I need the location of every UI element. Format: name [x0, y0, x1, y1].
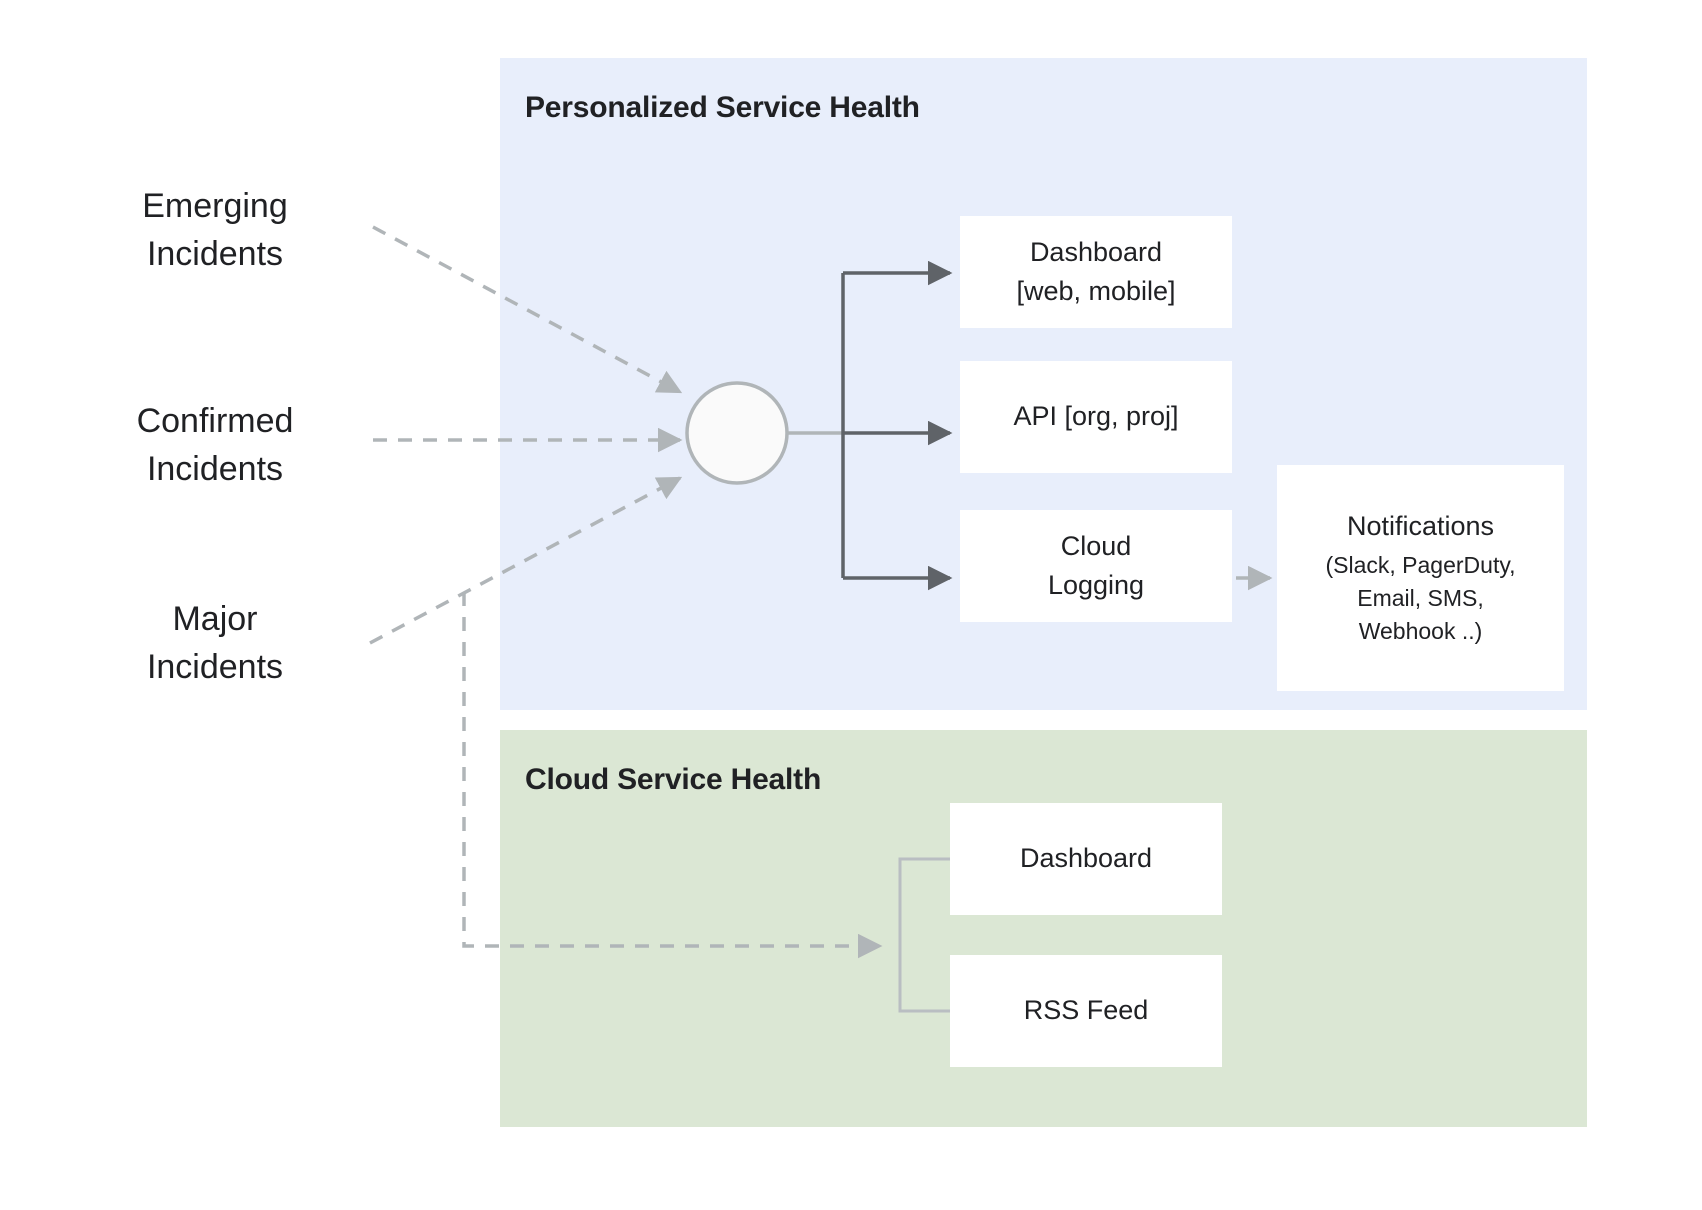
cloud-service-health-panel: Cloud Service Health	[500, 730, 1587, 1127]
node-notifications[interactable]: Notifications (Slack, PagerDuty, Email, …	[1277, 465, 1564, 691]
source-label-major-incidents: Major Incidents	[146, 600, 284, 687]
cloud-service-health-title: Cloud Service Health	[525, 763, 822, 796]
notifications-title: Notifications	[1346, 511, 1495, 542]
node-cloud-service-health-dashboard[interactable]: Dashboard	[950, 803, 1222, 915]
node-cloud-logging[interactable]: Cloud Logging	[960, 510, 1232, 622]
source-label-emerging-incidents: Emerging Incidents	[142, 187, 288, 274]
source-label-confirmed-incidents: Confirmed Incidents	[136, 402, 294, 489]
notifications-channels: (Slack, PagerDuty, Email, SMS, Webhook .…	[1325, 551, 1516, 645]
node-api-org-proj[interactable]: API [org, proj]	[960, 361, 1232, 473]
node-cloud-service-health-rss-feed[interactable]: RSS Feed	[950, 955, 1222, 1067]
personalized-service-health-title: Personalized Service Health	[525, 91, 920, 124]
node-dashboard-web-mobile[interactable]: Dashboard [web, mobile]	[960, 216, 1232, 328]
